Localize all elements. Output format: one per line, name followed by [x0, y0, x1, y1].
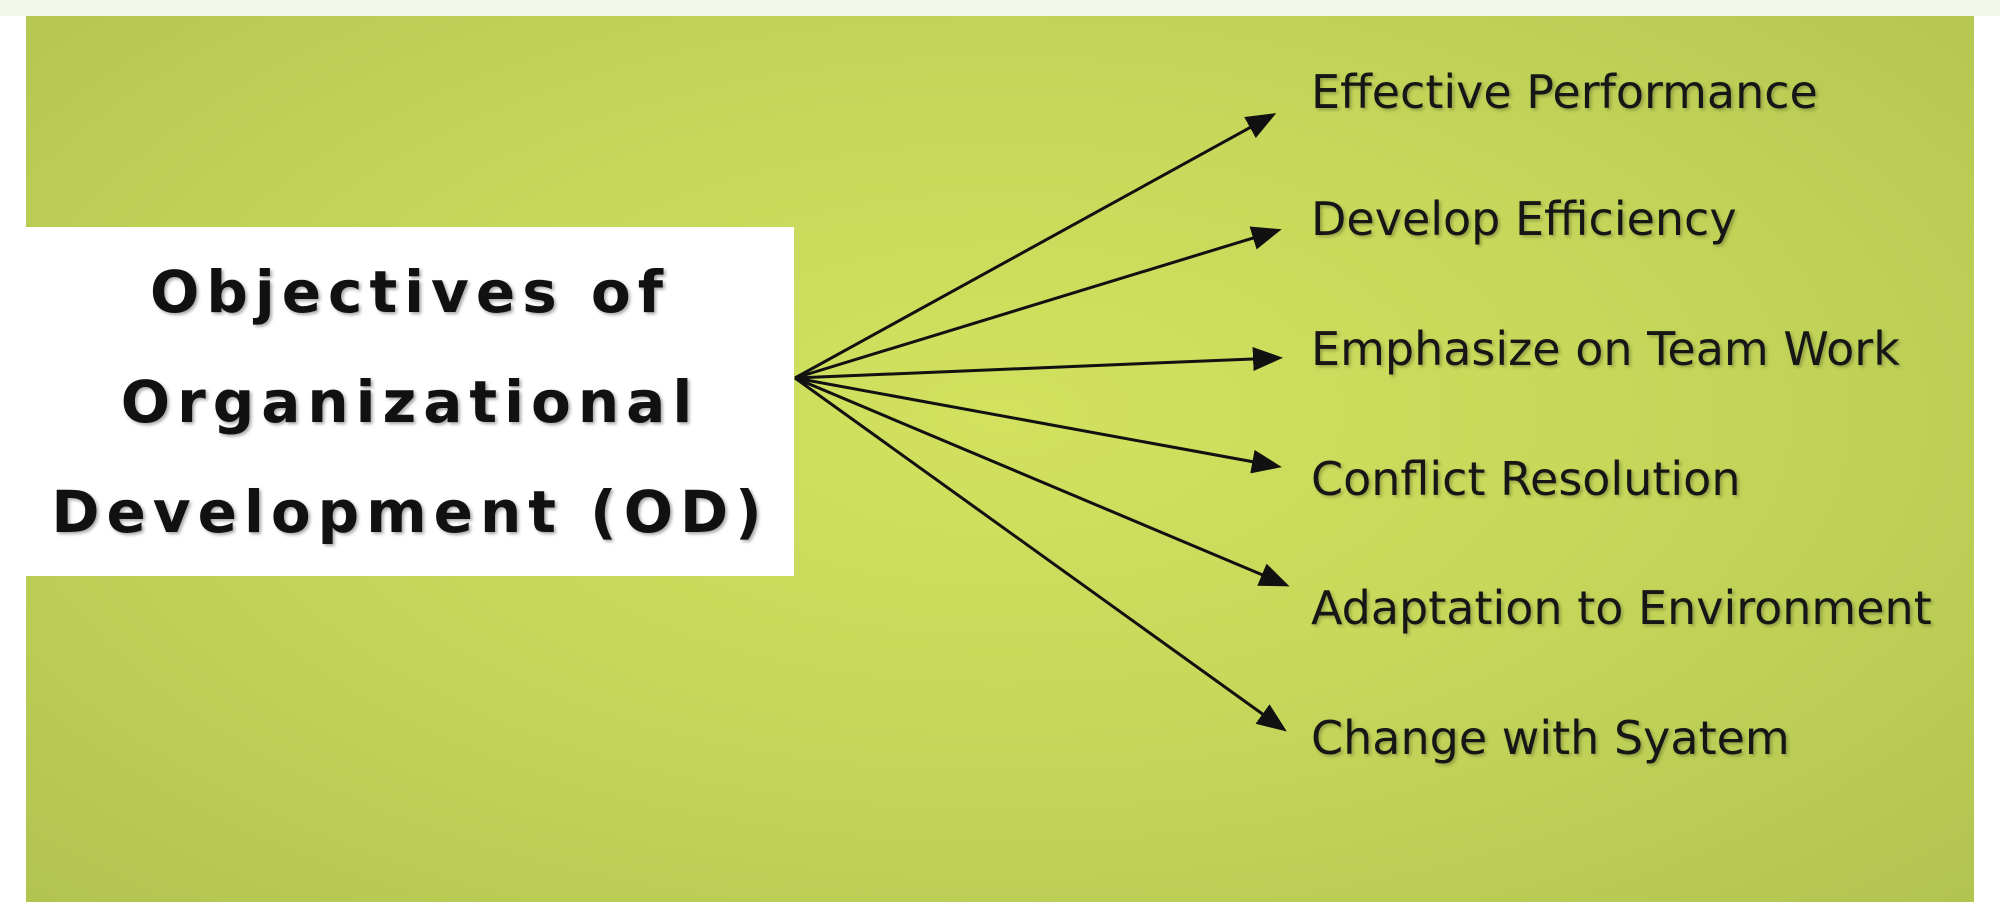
objective-team-work: Emphasize on Team Work [1311, 322, 1900, 376]
title-line-3: Development (OD) [51, 477, 769, 546]
title-line-2: Organizational [120, 367, 700, 436]
title-line-1: Objectives of [150, 257, 670, 326]
arrow-2 [794, 226, 1282, 380]
arrow-layer [794, 113, 1290, 732]
arrow-4 [794, 376, 1282, 474]
arrow-3 [794, 347, 1283, 380]
objective-conflict-resolution: Conflict Resolution [1311, 452, 1741, 506]
objective-change-with-system: Change with Syatem [1311, 711, 1790, 765]
arrow-5 [794, 376, 1290, 587]
arrow-1 [794, 113, 1277, 380]
diagram-canvas: Objectives of Organizational Development… [26, 16, 1974, 902]
objective-effective-performance: Effective Performance [1311, 65, 1818, 119]
objective-develop-efficiency: Develop Efficiency [1311, 192, 1737, 246]
objective-adaptation: Adaptation to Environment [1311, 581, 1932, 635]
top-strip [0, 0, 2000, 16]
title-box: Objectives of Organizational Development… [26, 227, 794, 576]
arrow-6 [794, 376, 1287, 732]
